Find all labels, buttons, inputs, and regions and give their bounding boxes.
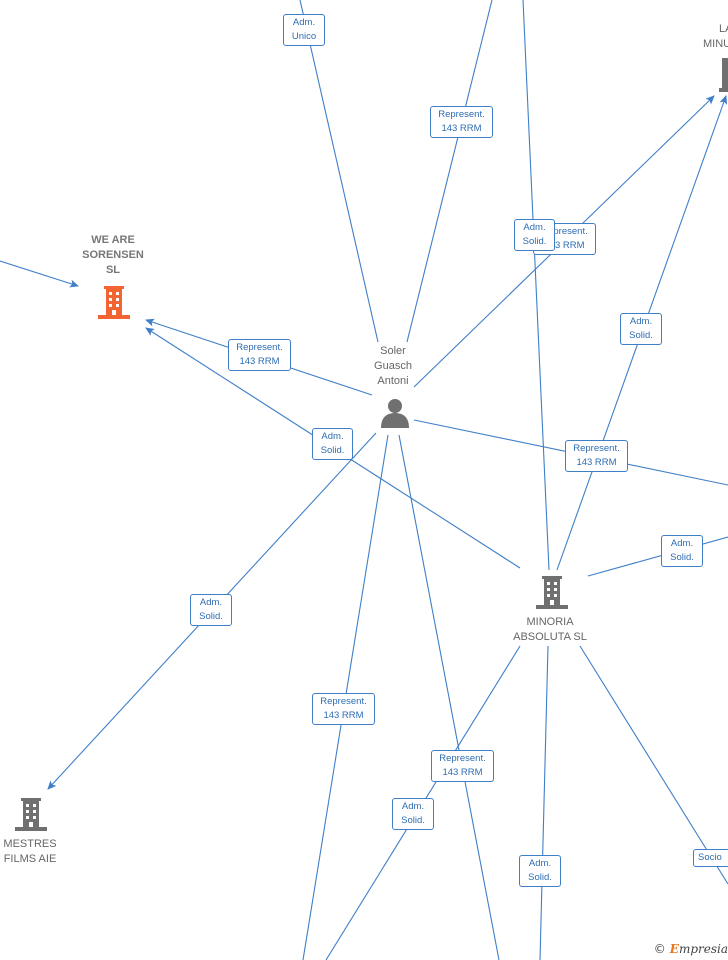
edge-label-adm-solid[interactable]: Adm.Solid. [312, 428, 353, 460]
edge-label-represent[interactable]: Represent.143 RRM [312, 693, 375, 725]
edge-soler-to-bottom-center [398, 434, 500, 960]
edge-label-adm-solid[interactable]: Adm.Solid. [392, 798, 434, 830]
edge-top-represent [406, 0, 493, 343]
node-soler-guasch-label[interactable]: Soler Guasch Antoni [374, 345, 412, 387]
edge-top-adm-unico [299, 0, 379, 343]
edge-minoria-socio [579, 645, 728, 885]
edge-label-represent[interactable]: Represent.143 RRM [430, 106, 493, 138]
building-icon [98, 286, 130, 319]
edge-minoria-to-right [587, 536, 728, 577]
building-icon [536, 576, 568, 609]
edge-label-adm-solid[interactable]: Adm.Solid. [519, 855, 561, 887]
edge-minoria-to-bottom-center [539, 645, 549, 960]
edge-label-adm-solid[interactable]: Adm.Solid. [661, 535, 703, 567]
person-icon [381, 399, 409, 428]
edge-label-socio[interactable]: Socio [693, 849, 728, 867]
edge-label-represent[interactable]: Represent.143 RRM [431, 750, 494, 782]
edge-label-adm-solid[interactable]: Adm.Solid. [514, 219, 555, 251]
edge-offscreen-to-sorensen [0, 260, 79, 288]
node-minoria-absoluta-label[interactable]: MINORIA ABSOLUTA SL [513, 616, 587, 643]
building-icon [15, 798, 47, 831]
node-mestres-films-label[interactable]: MESTRES FILMS AIE [3, 838, 57, 865]
edge-label-adm-solid[interactable]: Adm.Solid. [620, 313, 662, 345]
edge-top-to-minoria [522, 0, 550, 571]
node-we-are-sorensen-label[interactable]: WE ARE SORENSEN SL [82, 234, 144, 276]
edge-label-represent[interactable]: Represent.143 RRM [565, 440, 628, 472]
building-icon [719, 58, 728, 92]
edge-label-adm-unico[interactable]: Adm.Unico [283, 14, 325, 46]
brand-watermark: ©Empresia [653, 942, 728, 956]
edge-label-adm-solid[interactable]: Adm.Solid. [190, 594, 232, 626]
edge-label-represent[interactable]: Represent.143 RRM [228, 339, 291, 371]
node-la-minu-label[interactable]: LA MINU [703, 23, 728, 50]
